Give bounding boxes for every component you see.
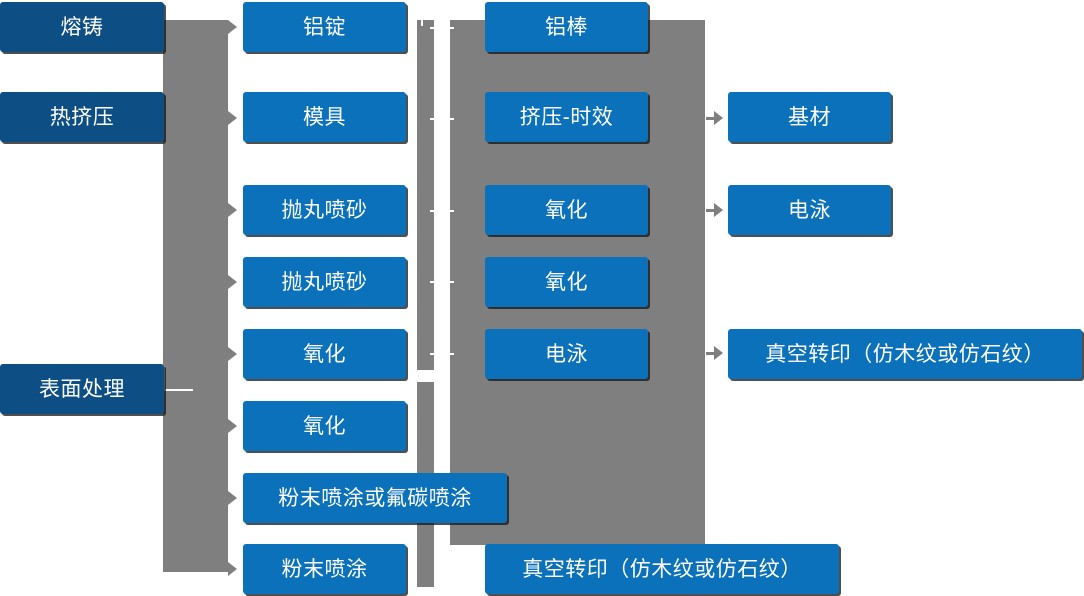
node-electrophoresis-1[interactable]: 电泳 [485,329,648,379]
connector-line-2 [430,118,454,120]
node-electrophoresis-2[interactable]: 电泳 [728,185,891,235]
arrow-to-shot-blasting-1 [228,203,237,217]
node-powder-coating[interactable]: 粉末喷涂 [243,544,406,594]
node-label-oxidation-4: 氧化 [545,270,588,294]
node-vacuum-transfer-2[interactable]: 真空转印（仿木纹或仿石纹） [728,329,1082,379]
node-aluminum-bar[interactable]: 铝棒 [485,2,648,52]
connector-bar-notch [417,370,434,382]
arrow-to-vacuum-transfer [714,346,723,360]
arrow-to-substrate [714,111,723,125]
node-label-oxidation-1: 氧化 [303,342,346,366]
arrow-to-oxidation-1 [228,347,237,361]
node-label-electrophoresis-1: 电泳 [545,342,588,366]
stage-box-melting[interactable]: 熔铸 [0,2,164,52]
node-label-substrate: 基材 [788,105,831,129]
arrow-down-to-hot-extrusion [68,76,80,83]
connector-line-5 [430,353,454,355]
arrow-stem-to-vacuum-transfer [706,352,718,355]
stage-label-melting: 熔铸 [60,15,104,39]
node-powder-or-pvdf-coating[interactable]: 粉末喷涂或氟碳喷涂 [243,473,507,523]
arrow-to-powder-coating [228,562,237,576]
connector-line-3 [430,210,454,212]
node-oxidation-4[interactable]: 氧化 [485,257,648,307]
stage-label-surface-treatment: 表面处理 [39,377,125,401]
connector-line-1 [430,27,454,29]
node-label-extrusion-aging: 挤压-时效 [519,105,614,129]
node-label-mold: 模具 [303,105,346,129]
surface-treatment-link-riser [163,366,165,391]
arrow-to-mold [228,111,237,125]
node-label-aluminum-ingot: 铝锭 [303,15,346,39]
connector-trunk-left [163,20,228,572]
connector-bar-middle [417,20,434,545]
node-oxidation-1[interactable]: 氧化 [243,329,406,379]
node-aluminum-ingot[interactable]: 铝锭 [243,2,406,52]
arrow-stem-to-electrophoresis [706,209,718,212]
node-label-powder-coating: 粉末喷涂 [281,557,368,581]
connector-line-7 [421,20,423,26]
arrow-stem-to-substrate [706,117,718,120]
node-label-powder-or-pvdf-coating: 粉末喷涂或氟碳喷涂 [278,486,472,510]
node-oxidation-2[interactable]: 氧化 [243,401,406,451]
stage-box-hot-extrusion[interactable]: 热挤压 [0,92,164,142]
node-mold[interactable]: 模具 [243,92,406,142]
node-label-electrophoresis-2: 电泳 [788,198,831,222]
stage-box-surface-treatment[interactable]: 表面处理 [0,364,164,414]
node-oxidation-3[interactable]: 氧化 [485,185,648,235]
node-label-vacuum-transfer-2: 真空转印（仿木纹或仿石纹） [765,342,1045,366]
node-shot-blasting-2[interactable]: 抛丸喷砂 [243,257,406,307]
arrow-to-electrophoresis [714,203,723,217]
node-label-shot-blasting-1: 抛丸喷砂 [281,198,368,222]
arrow-to-shot-blasting-2 [228,275,237,289]
stage-label-hot-extrusion: 热挤压 [49,105,115,129]
connector-line-6 [430,569,454,571]
stage-link-extrusion-to-surface [74,316,76,342]
node-extrusion-aging[interactable]: 挤压-时效 [485,92,648,142]
stage-link-melting-to-extrusion [74,52,76,78]
node-vacuum-transfer-1[interactable]: 真空转印（仿木纹或仿石纹） [485,544,839,594]
connector-bar-middle-bottom [417,545,434,587]
surface-treatment-link-line [163,389,193,391]
node-substrate[interactable]: 基材 [728,92,891,142]
node-label-vacuum-transfer-1: 真空转印（仿木纹或仿石纹） [522,557,802,581]
node-label-aluminum-bar: 铝棒 [545,15,588,39]
node-label-oxidation-2: 氧化 [303,414,346,438]
arrow-to-aluminum-ingot [228,20,237,34]
node-shot-blasting-1[interactable]: 抛丸喷砂 [243,185,406,235]
arrow-down-to-surface-treatment [68,340,80,347]
arrow-to-powder-or-pvdf [228,491,237,505]
arrow-to-oxidation-2 [228,419,237,433]
connector-line-4 [430,281,454,283]
node-label-oxidation-3: 氧化 [545,198,588,222]
node-label-shot-blasting-2: 抛丸喷砂 [281,270,368,294]
